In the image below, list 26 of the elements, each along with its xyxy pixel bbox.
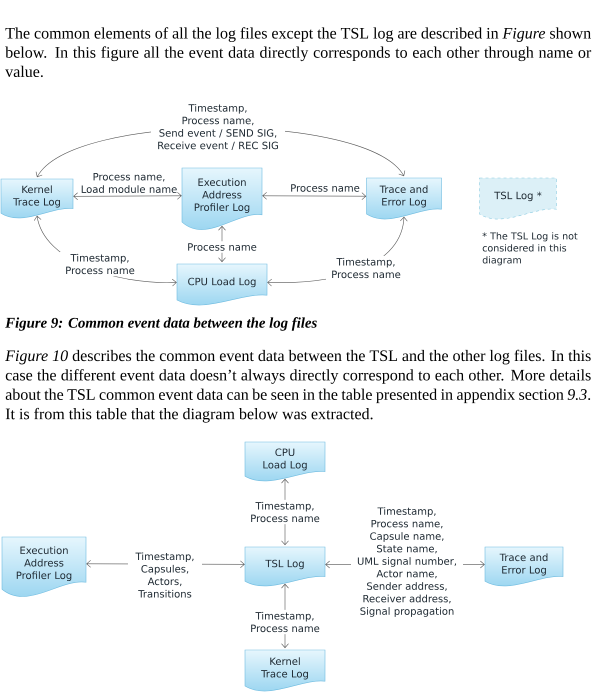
edge-label: Process name xyxy=(183,241,261,253)
paragraph: The common elements of all the log files except the TSL log are described in Figure shown below. In this figure all the event data directly corresponds to each other through name or value. xyxy=(5,27,592,78)
edge-label: Timestamp, Process name xyxy=(245,610,325,634)
document-box: Trace and Error Log xyxy=(366,178,442,220)
edge-label: Timestamp, Process name xyxy=(326,256,406,280)
document-box: CPU Load Log xyxy=(244,442,326,482)
edge-label: Timestamp, Process name, Send event / SEND SIG, Receive event / REC SIG xyxy=(151,102,285,152)
footnote-text: * The TSL Log is not considered in this diagram xyxy=(482,232,578,266)
figure-caption: Figure 9: Common event data between the log files xyxy=(5,317,317,331)
edge-label: Timestamp, Process name, Capsule name, State name, UML signal number, Actor name, Sender address, Receiver address, Signal propagation xyxy=(351,505,463,619)
document-box: Kernel Trace Log xyxy=(0,178,74,218)
arrow xyxy=(262,192,366,200)
edge-label: Process name, Load module name xyxy=(82,173,177,193)
edge-label: Timestamp, Process name xyxy=(60,252,140,276)
document-box: TSL Log xyxy=(244,546,326,586)
edge-label: Timestamp, Capsules, Actors, Transitions xyxy=(128,550,202,600)
document-box: Trace and Error Log xyxy=(484,546,564,586)
document-box: Execution Address Profiler Log xyxy=(2,536,86,597)
paragraph: Figure 10 describes the common event data between the TSL and the other log files. In this case the different event data doesn’t always directly correspond to each other. More details about the TSL common event data can be seen in the table presented in appendix section 9.3. It is from this table that the diagram below was extracted. xyxy=(5,350,591,423)
document-box: Kernel Trace Log xyxy=(244,650,326,692)
arrow xyxy=(73,192,182,200)
edge-label: Process name xyxy=(291,184,360,192)
edge-label: Timestamp, Process name xyxy=(245,500,325,524)
document-box: Execution Address Profiler Log xyxy=(182,168,262,230)
document-box: CPU Load Log xyxy=(176,264,268,306)
dashed-document-box: TSL Log * xyxy=(479,178,557,220)
